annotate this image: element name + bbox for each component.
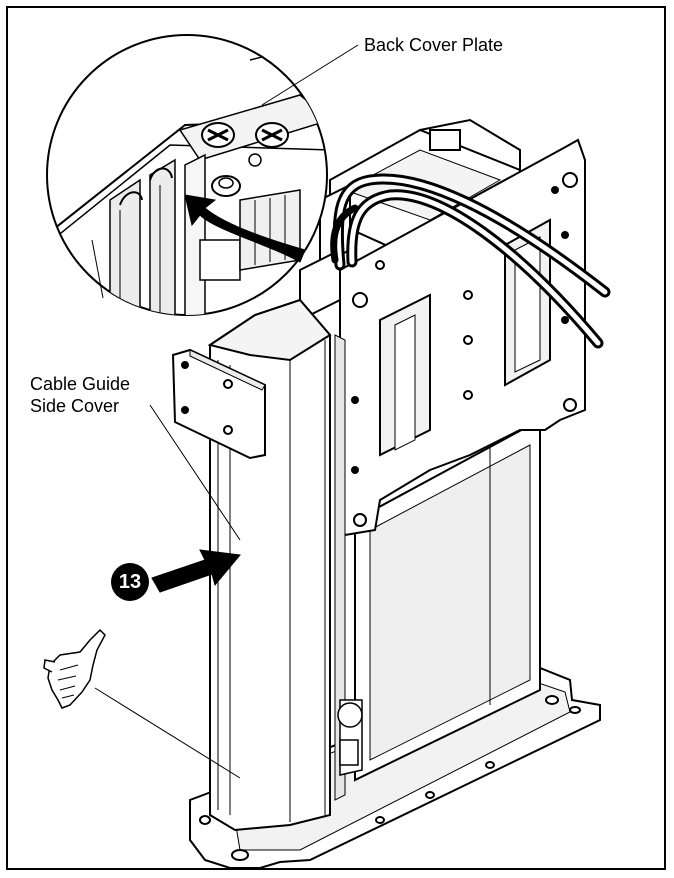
- cable-guide-label-line1: Cable Guide: [30, 374, 131, 394]
- cable-guide-label-line2: Side Cover: [30, 396, 120, 416]
- step-number-badge: 13: [111, 563, 149, 601]
- arrow-icon: [151, 549, 241, 593]
- lower-internal-parts: [337, 699, 363, 776]
- insert-arrow-icon: [184, 194, 306, 263]
- side-bracket: [171, 348, 266, 460]
- leader-lines: [91, 44, 359, 779]
- back-cover-plate-label: Back Cover Plate: [364, 35, 504, 55]
- magnified-detail-icon: [46, 34, 328, 316]
- cables: [330, 173, 611, 349]
- cable-guide-side-cover-label: Cable Guide Side Cover: [30, 373, 130, 417]
- column-body: [354, 418, 541, 782]
- hand-icon: [43, 628, 106, 709]
